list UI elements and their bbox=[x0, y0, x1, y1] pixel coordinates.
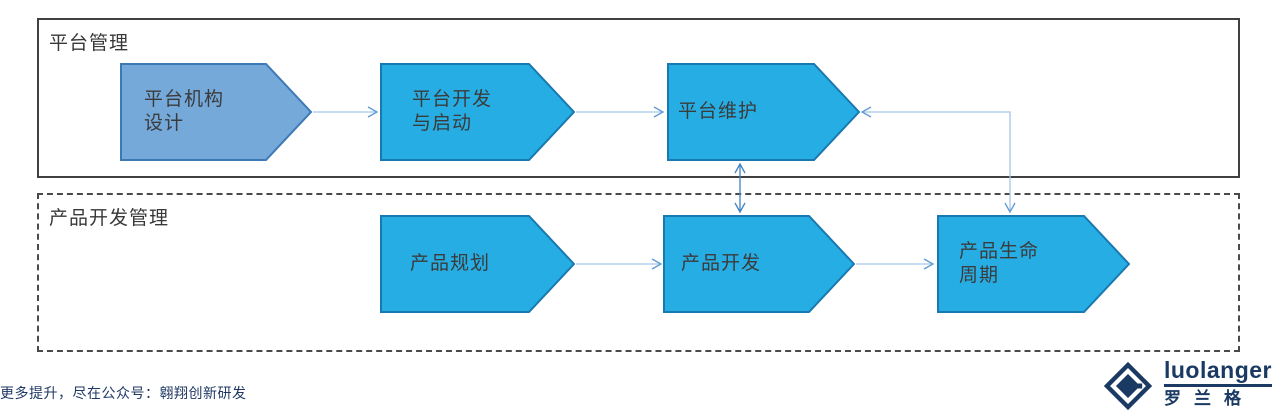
luolanger-logo: luolanger 罗兰格 bbox=[1101, 359, 1272, 411]
shape-platform-maintenance: 平台维护 bbox=[667, 63, 860, 161]
footer-note: 更多提升，尽在公众号：翱翔创新研发 bbox=[0, 385, 247, 401]
pentagon-arrow-icon bbox=[120, 63, 312, 161]
pentagon-arrow-icon bbox=[380, 215, 575, 313]
logo-latin: luolanger bbox=[1163, 359, 1272, 387]
shape-label: 平台机构 设计 bbox=[144, 88, 225, 134]
shape-label: 平台开发 与启动 bbox=[412, 88, 493, 134]
shape-label: 平台维护 bbox=[678, 100, 759, 122]
logo-text: luolanger 罗兰格 bbox=[1163, 359, 1272, 409]
luolanger-logo-icon bbox=[1103, 361, 1153, 411]
pentagon-arrow-icon bbox=[937, 215, 1130, 313]
shape-label: 产品开发 bbox=[681, 252, 762, 274]
shape-product-development: 产品开发 bbox=[663, 215, 855, 313]
logo-cjk: 罗兰格 bbox=[1163, 389, 1254, 408]
pentagon-arrow-icon bbox=[663, 215, 855, 313]
lane-title: 产品开发管理 bbox=[49, 208, 170, 229]
pentagon-arrow-icon bbox=[667, 63, 860, 161]
shape-label: 产品生命 周期 bbox=[959, 240, 1040, 286]
pentagon-arrow-icon bbox=[380, 63, 575, 161]
shape-product-lifecycle: 产品生命 周期 bbox=[937, 215, 1130, 313]
shape-platform-dev-launch: 平台开发 与启动 bbox=[380, 63, 575, 161]
shape-platform-structure-design: 平台机构 设计 bbox=[120, 63, 312, 161]
lane-title: 平台管理 bbox=[49, 33, 130, 54]
shape-product-planning: 产品规划 bbox=[380, 215, 575, 313]
shape-label: 产品规划 bbox=[410, 252, 491, 274]
